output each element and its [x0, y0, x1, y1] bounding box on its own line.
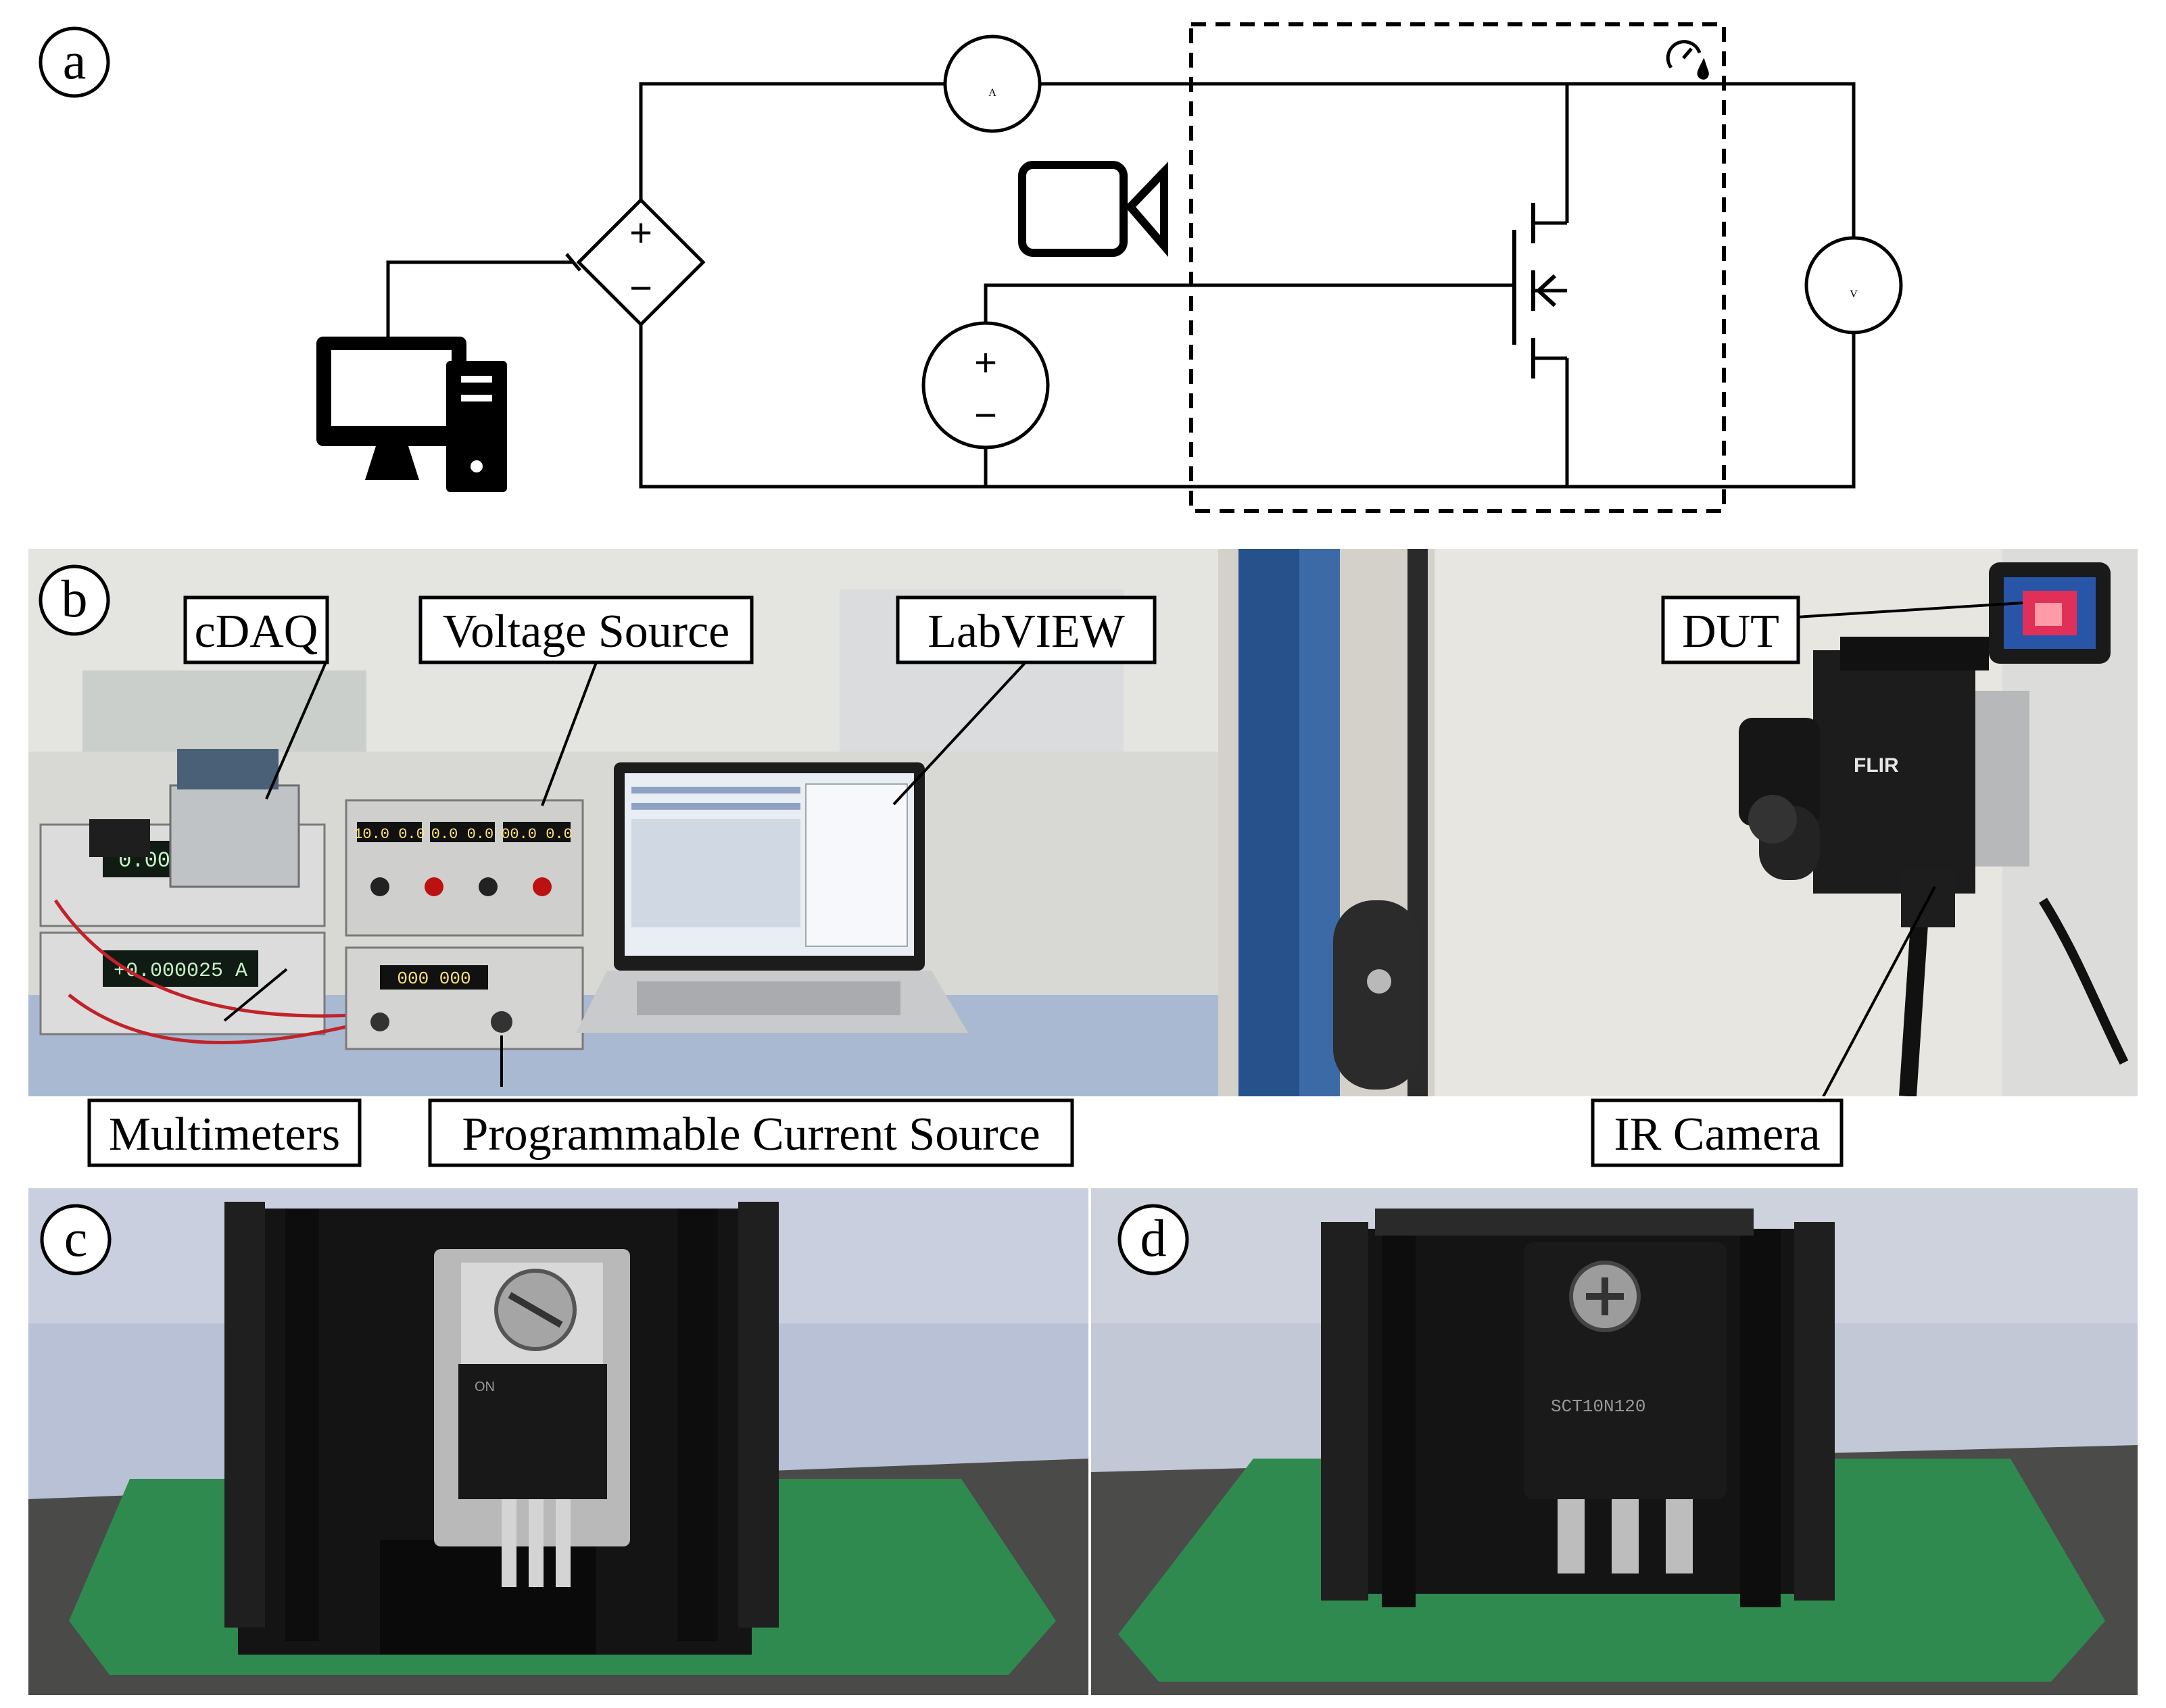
panel-c-to220-photo: ON c: [28, 1188, 1088, 1695]
chip-c-marking: ON: [475, 1380, 495, 1394]
source-plus: +: [629, 211, 652, 255]
lab-photo-svg: 0.0016mV +0.000025 A 10.0 0.0 0.0 0.0 00…: [28, 549, 2138, 1096]
tag-cdaq-text: cDAQ: [195, 606, 318, 658]
cdaq-photo: [89, 749, 300, 888]
to220-transistor: ON: [434, 1249, 630, 1587]
source-minus: −: [629, 266, 652, 310]
panel-a-label: a: [39, 26, 110, 98]
current-source-display: 000 000: [397, 969, 471, 989]
tag-voltage-source: Voltage Source: [418, 595, 754, 664]
tag-ir-camera-text: IR Camera: [1614, 1108, 1820, 1161]
video-camera-icon: [1018, 161, 1168, 258]
to247-transistor: SCT10N120: [1524, 1242, 1727, 1573]
panel-d-svg: SCT10N120 d: [1091, 1188, 2138, 1695]
tag-programmable-current-source: Programmable Current Source: [428, 1098, 1074, 1167]
gate-source-plus: +: [974, 341, 997, 385]
panel-d-label: d: [1117, 1204, 1189, 1275]
multimeter-bottom-readout: +0.000025 A: [114, 960, 247, 983]
gauge-humidity-icon: [1666, 40, 1709, 80]
tag-labview-text: LabVIEW: [928, 606, 1125, 658]
gate-voltage-source: + −: [921, 321, 1050, 449]
bottom-labels-svg: Multimeters Programmable Current Source …: [87, 1098, 1844, 1167]
tag-ir-camera: IR Camera: [1591, 1098, 1844, 1167]
thermal-chamber-boundary: [1189, 22, 1726, 513]
circuit-wires: [639, 82, 1856, 489]
panel-d-letter: d: [1140, 1209, 1167, 1267]
panel-b-bottom-labels: Multimeters Programmable Current Source …: [0, 1088, 2166, 1169]
mosfet-symbol: [1512, 203, 1557, 379]
panel-b-label: b: [39, 564, 110, 636]
panel-b-lab-photo: 0.0016mV +0.000025 A 10.0 0.0 0.0 0.0 00…: [28, 549, 2138, 1096]
voltage-display-2: 0.0 0.0: [431, 826, 494, 843]
tag-dut: DUT: [1661, 595, 1800, 664]
panel-c-label: c: [40, 1204, 112, 1275]
camera-brand-text: FLIR: [1854, 754, 1899, 777]
panel-c-letter: c: [64, 1209, 88, 1267]
ammeter-label: A: [988, 87, 996, 99]
ammeter: A: [943, 34, 1042, 133]
voltage-display-3: 00.0 0.0: [501, 826, 573, 843]
door-handle-photo: [1333, 900, 1421, 1090]
chamber-door-frame: [1238, 549, 1299, 1096]
schematic-svg: a + − A V: [39, 22, 1903, 513]
tag-dut-text: DUT: [1682, 606, 1779, 658]
panel-d-to247-photo: SCT10N120 d: [1091, 1188, 2138, 1695]
current-source-photo: 000 000: [345, 946, 584, 1050]
ir-camera-photo: FLIR: [1739, 562, 2129, 1096]
laptop-photo: [576, 762, 968, 1033]
voltage-source-photo: 10.0 0.0 0.0 0.0 00.0 0.0: [345, 799, 584, 937]
tag-labview: LabVIEW: [896, 595, 1157, 664]
gate-source-minus: −: [974, 393, 997, 437]
panel-a-letter: a: [63, 31, 87, 90]
tag-voltage-source-text: Voltage Source: [443, 606, 729, 658]
voltmeter: V: [1804, 236, 1903, 335]
voltage-display-1: 10.0 0.0: [354, 826, 425, 843]
chip-d-marking: SCT10N120: [1551, 1396, 1645, 1417]
controlled-current-source: + −: [576, 197, 706, 327]
tag-multimeters-text: Multimeters: [109, 1108, 340, 1161]
tag-programmable-current-source-text: Programmable Current Source: [462, 1108, 1040, 1161]
computer-icon: [316, 337, 507, 492]
control-wire: [386, 260, 573, 337]
callout-lines: [223, 602, 2023, 1096]
tag-multimeters: Multimeters: [87, 1098, 362, 1167]
panel-a-schematic: a + − A V: [0, 0, 2166, 534]
panel-c-svg: ON c: [28, 1188, 1088, 1695]
tag-cdaq: cDAQ: [183, 595, 329, 664]
panel-b-letter: b: [62, 569, 88, 628]
voltmeter-label: V: [1850, 289, 1858, 300]
